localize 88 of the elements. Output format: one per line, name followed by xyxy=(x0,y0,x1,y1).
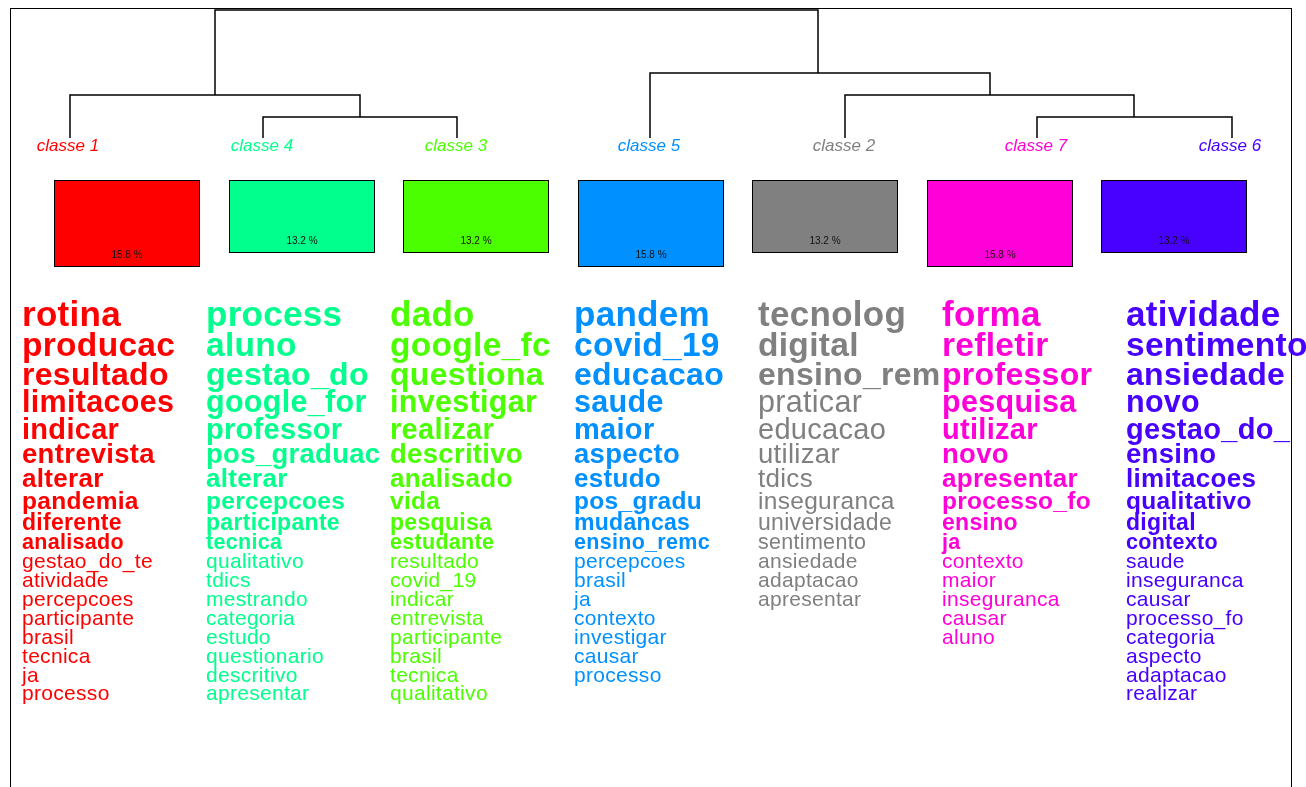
word-label: dado xyxy=(390,298,475,330)
word-label: participante xyxy=(206,512,340,533)
word-label: adaptacao xyxy=(758,571,860,590)
word-label: estudante xyxy=(390,532,496,553)
word-label: universidade xyxy=(758,512,893,533)
word-label: novo xyxy=(1126,388,1201,416)
word-label: indicar xyxy=(22,415,120,442)
word-label: percepcoes xyxy=(574,552,686,572)
percentage-label: 15.8 % xyxy=(983,249,1017,260)
word-label: aluno xyxy=(942,627,995,647)
word-label: resultado xyxy=(390,552,481,572)
word-label: ja xyxy=(574,589,591,609)
word-label: forma xyxy=(942,298,1041,330)
word-label: tecnica xyxy=(22,646,92,666)
word-label: limitacoes xyxy=(22,388,176,416)
word-label: novo xyxy=(942,441,1009,467)
word-label: processo_fo xyxy=(1126,608,1245,628)
class-label: classe 7 xyxy=(1004,136,1068,156)
word-label: aspecto xyxy=(574,441,682,467)
word-label: vida xyxy=(390,490,441,513)
word-label: descritivo xyxy=(390,441,524,467)
word-label: atividade xyxy=(1126,298,1281,330)
word-label: qualitativo xyxy=(1126,490,1253,513)
word-label: inseguranca xyxy=(942,589,1061,609)
word-label: refletir xyxy=(942,329,1049,360)
word-label: alterar xyxy=(22,466,104,491)
word-label: inseguranca xyxy=(758,490,896,513)
word-label: percepcoes xyxy=(206,490,347,513)
word-label: ensino xyxy=(942,512,1018,533)
word-label: utilizar xyxy=(758,441,840,467)
word-label: analisado xyxy=(390,466,513,491)
word-label: apresentar xyxy=(942,466,1078,491)
word-label: investigar xyxy=(574,627,668,647)
class-label: classe 1 xyxy=(36,136,100,156)
word-label: mudancas xyxy=(574,512,691,533)
word-label: pos_gradu xyxy=(574,490,703,513)
word-label: tdics xyxy=(206,571,251,590)
word-label: percepcoes xyxy=(22,589,135,609)
word-label: limitacoes xyxy=(1126,466,1258,491)
word-label: pesquisa xyxy=(390,512,493,533)
word-label: questionario xyxy=(206,646,325,666)
word-label: maior xyxy=(574,415,655,442)
class-label: classe 5 xyxy=(617,136,681,156)
word-label: maior xyxy=(942,571,996,590)
word-label: ansiedade xyxy=(1126,359,1286,389)
word-label: atividade xyxy=(22,571,109,590)
class-label: classe 4 xyxy=(230,136,294,156)
word-label: tecnica xyxy=(390,665,459,685)
percentage-label: 13.2 % xyxy=(459,235,493,246)
word-label: saude xyxy=(574,388,664,416)
word-label: ja xyxy=(22,665,39,685)
word-label: pandemia xyxy=(22,490,140,513)
word-label: participante xyxy=(390,627,504,647)
word-label: tecnica xyxy=(206,532,283,553)
class-label: classe 6 xyxy=(1198,136,1262,156)
word-label: covid_19 xyxy=(390,571,478,590)
word-label: rotina xyxy=(22,298,122,330)
word-label: entrevista xyxy=(22,441,156,467)
word-label: qualitativo xyxy=(390,684,489,704)
class-label: classe 3 xyxy=(424,136,488,156)
word-label: analisado xyxy=(22,532,124,553)
word-label: diferente xyxy=(22,512,122,533)
word-label: inseguranca xyxy=(1126,571,1245,590)
percentage-label: 15.8 % xyxy=(634,249,668,260)
word-label: qualitativo xyxy=(206,552,305,572)
word-label: ja xyxy=(942,532,961,553)
word-label: ensino_remc xyxy=(574,532,711,553)
class-label: classe 2 xyxy=(812,136,876,156)
word-label: ansiedade xyxy=(758,552,859,572)
word-label: processo xyxy=(574,665,663,685)
word-label: realizar xyxy=(1126,684,1198,704)
percentage-label: 15.8 % xyxy=(110,249,144,260)
percentage-label: 13.2 % xyxy=(808,235,842,246)
word-label: digital xyxy=(1126,512,1196,533)
word-label: processo_fo xyxy=(942,490,1092,513)
word-label: sentimento xyxy=(758,532,867,553)
word-label: categoria xyxy=(206,608,296,628)
word-label: mestrando xyxy=(206,589,309,609)
word-label: entrevista xyxy=(390,608,486,628)
percentage-label: 13.2 % xyxy=(1157,235,1191,246)
word-label: tdics xyxy=(758,466,813,491)
word-label: apresentar xyxy=(206,684,311,704)
word-label: indicar xyxy=(390,589,454,609)
word-label: contexto xyxy=(942,552,1025,572)
percentage-label: 13.2 % xyxy=(285,235,319,246)
word-label: brasil xyxy=(574,571,626,590)
word-label: gestao_do_te xyxy=(22,552,154,572)
word-label: saude xyxy=(1126,552,1185,572)
